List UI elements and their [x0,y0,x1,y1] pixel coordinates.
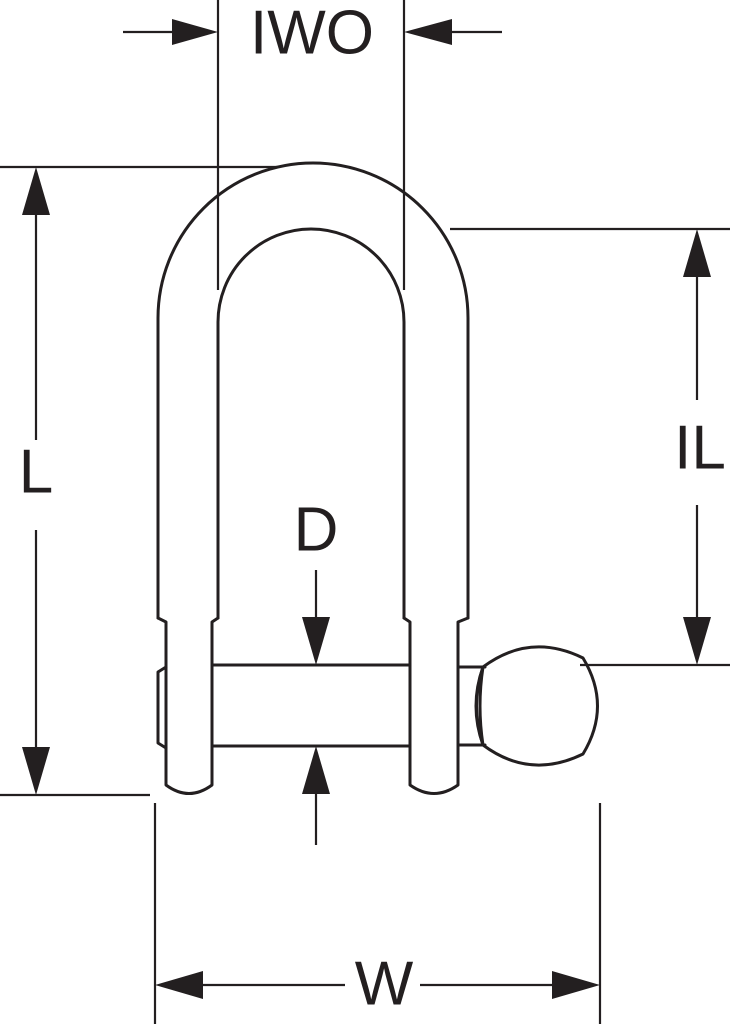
pin-nut [474,645,599,767]
label-il: IL [674,414,726,483]
w-arrow-left [155,971,203,999]
dimension-iwo [123,0,502,290]
left-leg [156,616,220,795]
shackle-body [156,161,599,795]
dimension-il [450,227,730,667]
pin-head [156,665,168,750]
iwo-arrow-right [404,19,452,45]
il-arrow-bottom [683,617,711,665]
d-arrow-bottom [302,746,330,794]
dimension-l [0,165,278,797]
dimension-w [153,803,602,1024]
right-leg [402,616,470,795]
l-arrow-bottom [22,747,50,795]
pin-nut-face [475,665,485,747]
l-arrow-top [22,167,50,215]
iwo-arrow-left [172,19,218,45]
label-w: W [355,950,414,1019]
bow-inner-edge [216,227,406,620]
dimension-d [302,570,330,845]
w-arrow-right [552,971,600,999]
bow-outer-edge [156,161,470,620]
d-arrow-top [302,617,330,665]
il-arrow-top [683,229,711,277]
label-l: L [19,438,53,507]
label-d: D [294,496,339,565]
label-iwo: IWO [250,0,374,68]
